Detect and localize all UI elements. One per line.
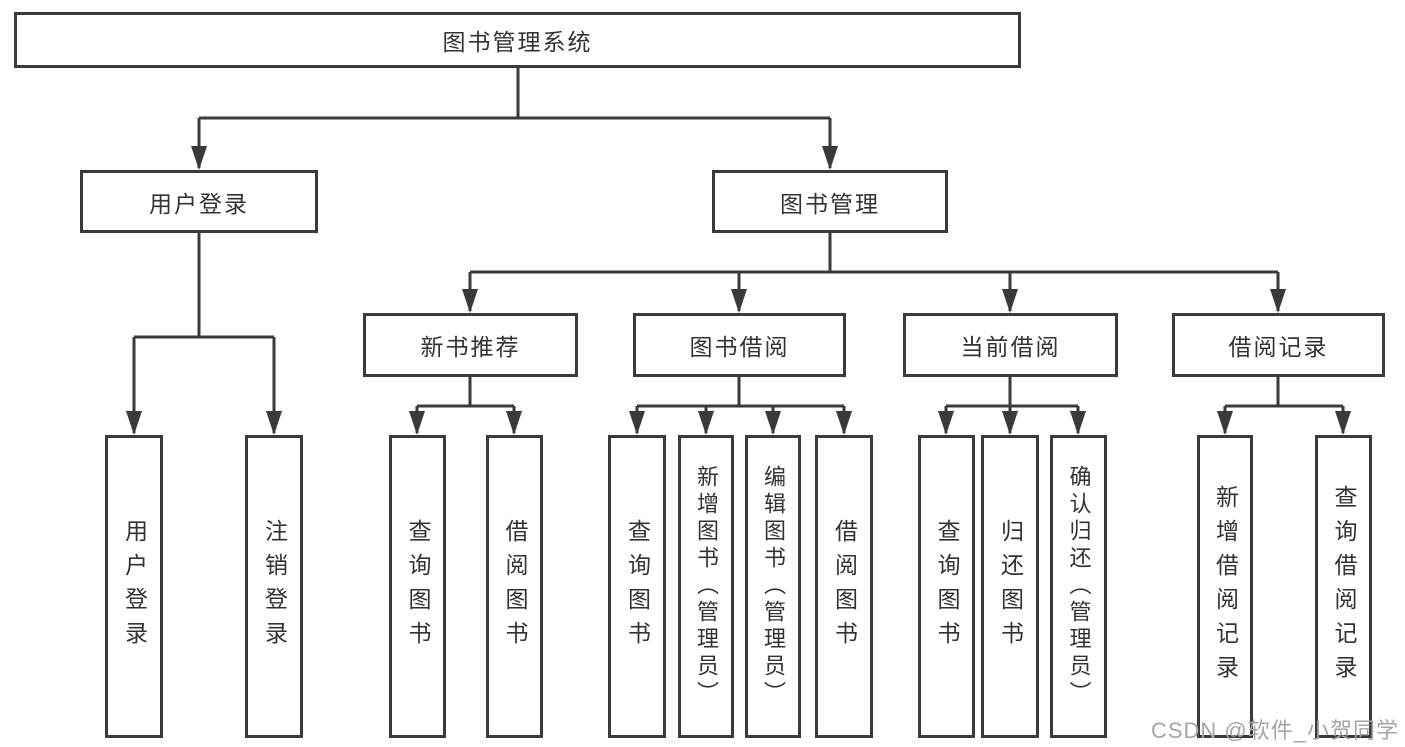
leaf-add-books-admin: 新增图书（管理员） <box>678 435 734 738</box>
node-new-book-recommend: 新书推荐 <box>363 313 578 377</box>
arrowhead-icon <box>462 289 478 313</box>
arrowhead-icon <box>765 411 781 435</box>
arrowhead-icon <box>506 411 522 435</box>
arrowheads <box>126 146 1351 435</box>
arrowhead-icon <box>191 146 207 170</box>
node-borrow-records: 借阅记录 <box>1172 313 1385 377</box>
leaf-edit-books-admin-label: 编辑图书（管理员） <box>761 465 786 708</box>
leaf-logout-label: 注销登录 <box>261 518 288 655</box>
node-new-book-recommend-label: 新书推荐 <box>420 334 521 360</box>
leaf-borrow-books: 借阅图书 <box>815 435 873 738</box>
leaf-current-query-books-label: 查询图书 <box>934 518 960 655</box>
leaf-query-borrow-record-label: 查询借阅记录 <box>1331 484 1357 689</box>
leaf-add-borrow-record: 新增借阅记录 <box>1197 435 1253 738</box>
arrowhead-icon <box>731 289 747 313</box>
arrowhead-icon <box>822 146 838 170</box>
leaf-recommend-query-books-label: 查询图书 <box>405 518 431 655</box>
leaf-add-books-admin-label: 新增图书（管理员） <box>694 465 719 708</box>
leaf-query-borrow-record: 查询借阅记录 <box>1315 435 1372 738</box>
leaf-current-query-books: 查询图书 <box>918 435 975 738</box>
arrowhead-icon <box>1335 411 1351 435</box>
arrowhead-icon <box>266 411 282 435</box>
arrowhead-icon <box>629 411 645 435</box>
leaf-recommend-query-books: 查询图书 <box>389 435 446 738</box>
leaf-return-books: 归还图书 <box>981 435 1039 738</box>
arrowhead-icon <box>836 411 852 435</box>
arrowhead-icon <box>1270 289 1286 313</box>
leaf-return-books-label: 归还图书 <box>997 518 1024 655</box>
node-root-label: 图书管理系统 <box>442 29 593 55</box>
arrowhead-icon <box>126 411 142 435</box>
node-book-management: 图书管理 <box>712 170 948 233</box>
leaf-add-borrow-record-label: 新增借阅记录 <box>1212 484 1239 689</box>
arrowhead-icon <box>938 411 954 435</box>
node-user-login: 用户登录 <box>80 170 318 233</box>
leaf-edit-books-admin: 编辑图书（管理员） <box>745 435 801 738</box>
leaf-borrow-query-books: 查询图书 <box>608 435 666 738</box>
leaf-user-login-label: 用户登录 <box>121 518 148 655</box>
arrowhead-icon <box>1217 411 1233 435</box>
leaf-logout: 注销登录 <box>245 435 303 738</box>
leaf-recommend-borrow-books: 借阅图书 <box>486 435 543 738</box>
arrowhead-icon <box>698 411 714 435</box>
node-book-borrow-label: 图书借阅 <box>689 334 790 360</box>
leaf-borrow-books-label: 借阅图书 <box>831 518 858 655</box>
node-book-borrow: 图书借阅 <box>633 313 846 377</box>
node-book-management-label: 图书管理 <box>780 190 880 217</box>
node-user-login-label: 用户登录 <box>149 190 249 217</box>
leaf-confirm-return-admin-label: 确认归还（管理员） <box>1066 465 1092 708</box>
arrowhead-icon <box>409 411 425 435</box>
arrowhead-icon <box>1002 289 1018 313</box>
connector-path <box>132 68 1345 433</box>
arrowhead-icon <box>1070 411 1086 435</box>
leaf-user-login: 用户登录 <box>105 435 163 738</box>
arrowhead-icon <box>1002 411 1018 435</box>
node-root: 图书管理系统 <box>14 12 1021 68</box>
leaf-confirm-return-admin: 确认归还（管理员） <box>1050 435 1107 738</box>
node-current-borrow-label: 当前借阅 <box>960 334 1061 360</box>
watermark: CSDN @软件_小贺同学 <box>1150 718 1399 743</box>
leaf-recommend-borrow-books-label: 借阅图书 <box>502 518 528 655</box>
leaf-borrow-query-books-label: 查询图书 <box>624 518 651 655</box>
node-current-borrow: 当前借阅 <box>903 313 1118 377</box>
node-borrow-records-label: 借阅记录 <box>1228 334 1329 360</box>
